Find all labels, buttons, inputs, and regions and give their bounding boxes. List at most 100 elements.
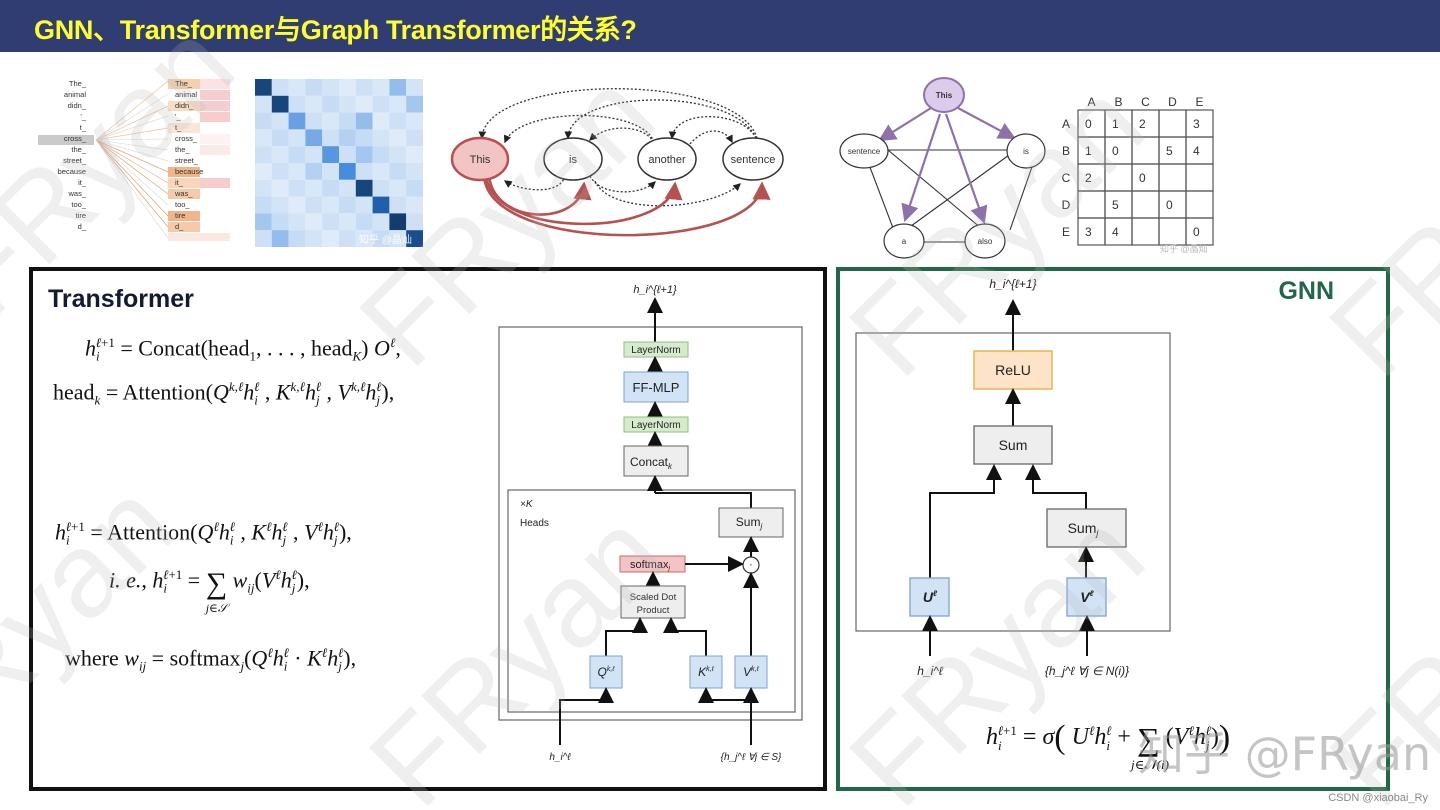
heatmap-cell — [355, 196, 373, 214]
heatmap-cell — [355, 146, 373, 163]
heatmap-cell — [372, 95, 390, 113]
heatmap-cell — [305, 79, 323, 96]
matrix-cell-value: 3 — [1085, 225, 1092, 239]
heatmap-cell — [305, 129, 323, 147]
node-another — [637, 137, 697, 181]
heatmap-cell — [322, 112, 339, 130]
heatmap-cell — [322, 79, 339, 96]
transformer-title: Transformer — [48, 285, 194, 313]
matrix-cell-value: 0 — [1112, 144, 1119, 158]
v-projection-block — [734, 655, 768, 689]
heatmap-cell — [255, 196, 272, 214]
heatmap-cell — [389, 196, 407, 214]
heatmap-cell — [255, 230, 272, 247]
heatmap-cell — [389, 213, 407, 231]
heatmap-cell — [322, 196, 339, 214]
heatmap-cell — [372, 163, 390, 180]
matrix-row-header: D — [1062, 198, 1071, 212]
matrix-cell-value: 2 — [1139, 117, 1146, 131]
gnn-sum-j-label: Sum — [1068, 520, 1097, 536]
svg-text:'_: '_ — [175, 112, 181, 121]
heatmap-cell — [322, 129, 339, 147]
matrix-cell-value: 4 — [1112, 225, 1119, 239]
matrix-row-header: C — [1062, 171, 1071, 185]
pentagon-node-also — [964, 223, 1006, 259]
svg-text:didn_: didn_ — [175, 101, 194, 110]
heatmap-cell — [339, 146, 356, 163]
heatmap-cell — [355, 213, 373, 231]
svg-text:Vℓ: Vℓ — [1080, 589, 1094, 605]
k-projection-block — [689, 655, 723, 689]
heatmap-cell — [271, 230, 289, 247]
heatmap-cell — [305, 146, 323, 163]
gnn-update-equation: hiℓ+1 = σ( Uℓhiℓ + ∑j∈𝒩(i) (Vℓhjℓ)) — [986, 719, 1231, 772]
heatmap-cell — [355, 230, 373, 247]
heatmap-cell — [305, 112, 323, 130]
slide-header: GNN、Transformer与Graph Transformer的关系? — [0, 0, 1440, 52]
heatmap-cell — [255, 112, 272, 130]
matrix-cell — [1185, 190, 1214, 219]
heatmap-cell — [322, 95, 339, 113]
matrix-cell-value: 5 — [1166, 144, 1173, 158]
matrix-col-header: D — [1168, 95, 1177, 109]
u-label: U — [923, 589, 934, 605]
heatmap-cell — [271, 163, 289, 180]
pentagon-node-this — [923, 77, 965, 113]
svg-text:didn_: didn_ — [68, 101, 87, 110]
k-label: K — [698, 665, 707, 679]
transformer-input-j: {h_j^ℓ ∀j ∈ S} — [721, 752, 782, 763]
heatmap-cell — [288, 196, 306, 214]
heatmap-cell — [355, 179, 373, 197]
attention-heatmap: 知乎 @晶灿 — [255, 79, 423, 247]
svg-text:was_: was_ — [174, 189, 193, 198]
matrix-col-header: C — [1141, 95, 1150, 109]
equation-weighted-sum: i. e., hiℓ+1 = ∑j∈𝒮 wij(Vℓhjℓ), — [109, 567, 310, 616]
attention-token-figure: The_ animal didn_ '_ t_ cross_ the_ stre… — [36, 76, 236, 251]
heatmap-cell — [322, 179, 339, 197]
pentagon-label-also: also — [978, 237, 993, 246]
transformer-outer-box — [498, 326, 803, 721]
gnn-panel: GNN h_i^{ℓ+1} ReLU Sum Sumj — [836, 267, 1390, 791]
svg-text:too_: too_ — [71, 200, 86, 209]
heatmap-cell — [255, 163, 272, 180]
heatmap-cell — [389, 230, 407, 247]
heatmap-cell — [271, 95, 289, 113]
heatmap-cell — [406, 163, 423, 180]
heatmap-cell — [372, 196, 390, 214]
transformer-input-i: h_i^ℓ — [549, 752, 571, 763]
relu-block — [973, 350, 1053, 390]
svg-text:t_: t_ — [80, 123, 87, 132]
dot-op-symbol: · — [749, 559, 753, 571]
heatmap-cell — [355, 129, 373, 147]
heatmap-cell — [322, 163, 339, 180]
heatmap-cell — [322, 213, 339, 231]
svg-text:animal: animal — [64, 90, 86, 99]
concat-label: Concat — [630, 455, 669, 469]
node-is-label: is — [569, 154, 577, 166]
matrix-cell — [1077, 190, 1106, 219]
equation-multihead-output: hiℓ+1 = Concat(head1, . . . , headK) Oℓ, — [85, 335, 401, 364]
matrix-cell-value: 0 — [1139, 171, 1146, 185]
matrix-cell-value: 1 — [1085, 144, 1092, 158]
heatmap-cell — [288, 95, 306, 113]
ffmlp-label: FF-MLP — [633, 380, 680, 395]
heatmap-cell — [305, 163, 323, 180]
pentagon-label-is: is — [1023, 147, 1029, 156]
node-sentence — [722, 137, 784, 181]
matrix-cell — [1131, 217, 1160, 246]
matrix-cell-value: 4 — [1193, 144, 1200, 158]
sum-j-subscript: j — [759, 522, 762, 531]
heatmap-cell — [288, 230, 306, 247]
v-label: V — [743, 665, 752, 679]
heatmap-cell — [406, 230, 423, 247]
heads-multiplier: ×K — [520, 499, 534, 510]
v-superscript: ℓ — [1090, 589, 1095, 598]
heatmap-cell — [355, 79, 373, 96]
heatmap-cell — [255, 129, 272, 147]
sum-block — [973, 425, 1053, 465]
q-projection-block — [589, 655, 623, 689]
heatmap-cell — [305, 213, 323, 231]
heatmap-cell — [406, 196, 423, 214]
svg-text:it_: it_ — [78, 178, 87, 187]
matrix-col-header: E — [1195, 95, 1203, 109]
